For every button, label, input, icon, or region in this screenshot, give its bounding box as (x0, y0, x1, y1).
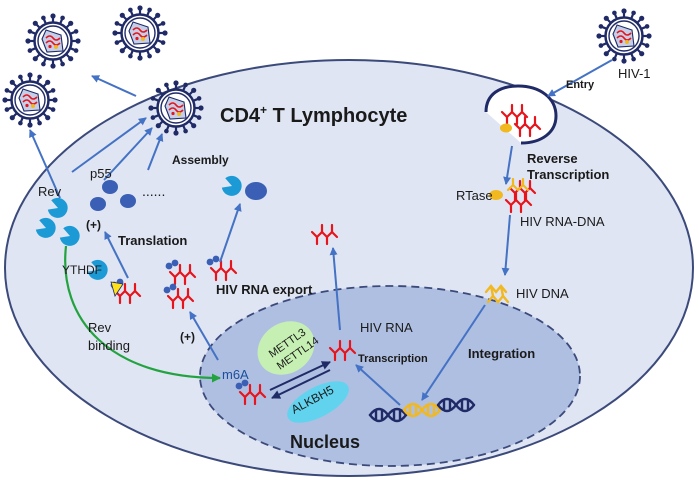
arrow-release (91, 75, 137, 97)
arrow-rev-to-virus (71, 117, 147, 173)
label-reverse-transcription-1: Reverse (527, 151, 578, 166)
label-plus-1: (+) (86, 218, 101, 232)
arrow-rev-assembly (29, 129, 61, 199)
label-rtase: RTase (456, 188, 493, 203)
rna-dna-yellow-strand (506, 177, 530, 192)
virus-particle-assembled (147, 79, 205, 137)
arrow-feedback-green (64, 245, 221, 383)
label-integration: Integration (468, 346, 535, 361)
ythdf-protein (110, 281, 124, 297)
cell-title: CD4+ T Lymphocyte (220, 103, 407, 127)
arrow-transcription (355, 364, 401, 406)
label-nucleus: Nucleus (290, 432, 360, 452)
arrow-m6a-export (189, 311, 219, 361)
arrow-integration (421, 304, 486, 401)
label-hiv-rna-export: HIV RNA export (216, 282, 313, 297)
arrow-rna-export-up (329, 247, 341, 331)
rtase-in-endosome (500, 123, 512, 133)
label-rev-binding-2: binding (88, 338, 130, 353)
label-dots: ...... (142, 183, 165, 199)
arrow-p55-assembly-1 (103, 127, 153, 181)
label-assembly: Assembly (172, 153, 229, 167)
label-p55: p55 (90, 166, 112, 181)
label-hiv1: HIV-1 (618, 66, 651, 81)
label-hiv-rna: HIV RNA (360, 320, 413, 335)
label-m6a: m6A (222, 367, 249, 382)
rtase-enzyme (489, 190, 503, 200)
arrow-p55-assembly-2 (147, 133, 164, 171)
hiv-dna (484, 284, 510, 304)
p55-protein-2 (120, 194, 136, 208)
label-translation: Translation (118, 233, 187, 248)
virus-particle-left (1, 71, 59, 129)
label-hiv-dna: HIV DNA (516, 286, 569, 301)
virus-particle-hiv1 (595, 7, 653, 65)
arrow-demethylation (271, 369, 331, 399)
p55-protein-3 (102, 180, 118, 194)
label-plus-2: (+) (180, 330, 195, 344)
nucleus (199, 285, 581, 467)
virus-particle-top (111, 4, 169, 62)
label-reverse-transcription-2: Transcription (527, 167, 609, 182)
arrow-rev-binding (104, 231, 129, 279)
arrow-entry (547, 59, 613, 97)
arrow-methylation (269, 361, 331, 391)
label-hiv-rna-dna: HIV RNA-DNA (520, 214, 605, 229)
label-rev-binding-1: Rev (88, 320, 112, 335)
arrow-reverse-transcription (503, 145, 513, 185)
p55-protein-1 (90, 197, 106, 211)
p55-protein-free (245, 182, 267, 200)
label-transcription: Transcription (358, 353, 428, 365)
virus-particle-top-left (24, 12, 82, 70)
alkbh5-enzyme (287, 381, 349, 423)
arrow-translation (219, 203, 242, 263)
label-entry: Entry (566, 79, 595, 91)
mettl-complex (257, 321, 315, 375)
label-rev: Rev (38, 184, 62, 199)
label-ythdf: YTHDF (62, 263, 102, 277)
arrow-rna-dna-to-dna (501, 214, 511, 276)
